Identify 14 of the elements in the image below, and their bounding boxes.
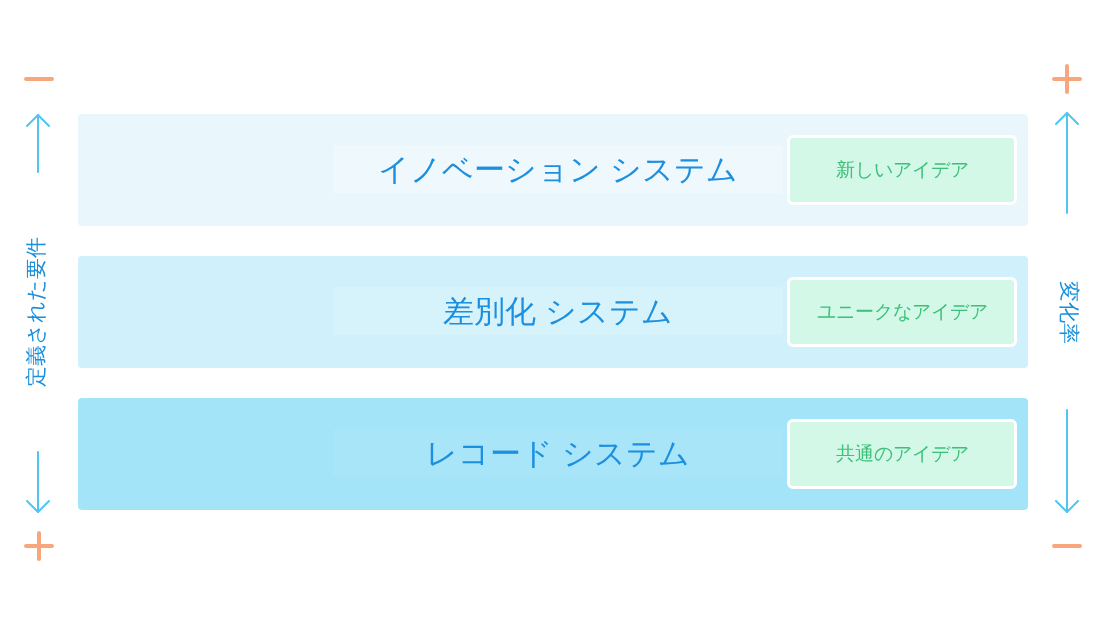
idea-card (787, 277, 1017, 347)
idea-card (787, 135, 1017, 205)
layer-band (78, 256, 1028, 368)
idea-text: 共通のアイデア (835, 441, 969, 466)
idea-card (787, 419, 1017, 489)
axis-label: 変化率 (1055, 280, 1081, 344)
layer-band (78, 114, 1028, 226)
layer-title: イノベーション システム (333, 145, 783, 193)
layer-title: 差別化 システム (333, 287, 783, 335)
layer-band (78, 398, 1028, 510)
idea-text: 新しいアイデア (835, 157, 969, 182)
axis-label: 定義された要件 (24, 237, 50, 387)
idea-text: ユニークなアイデア (816, 299, 988, 324)
layer-title: レコード システム (333, 429, 783, 477)
